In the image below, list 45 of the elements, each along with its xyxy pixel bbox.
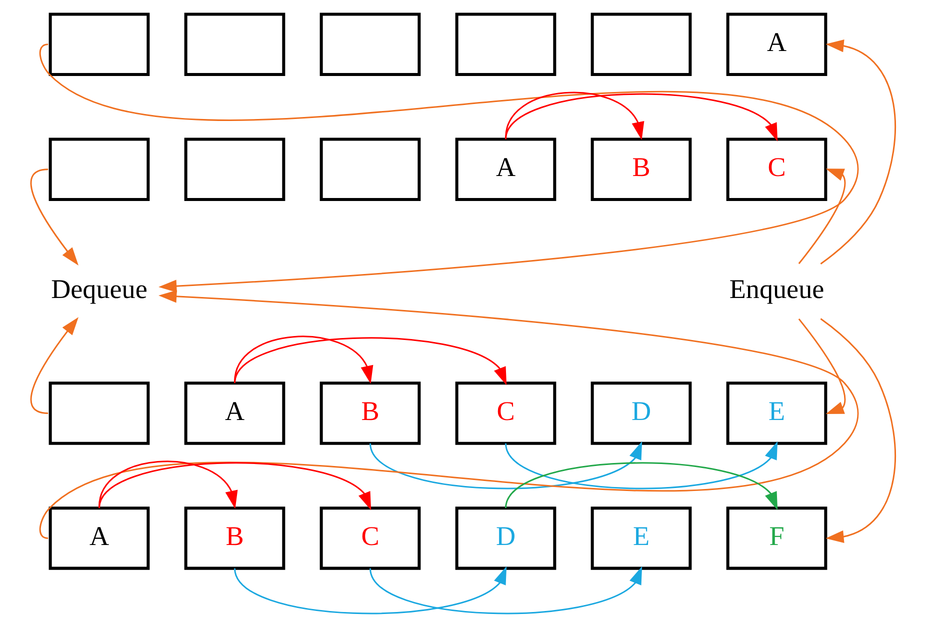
node-box: A — [184, 382, 285, 445]
arrow — [234, 337, 506, 386]
node-box: F — [726, 506, 827, 570]
node-box — [454, 12, 556, 76]
arrow — [39, 290, 858, 539]
node-box — [319, 12, 420, 76]
arrow — [39, 44, 858, 292]
node-box: C — [319, 506, 420, 570]
arrow — [798, 318, 846, 414]
arrow — [820, 318, 896, 544]
arrow — [98, 460, 238, 509]
node-text: Dequeue — [50, 274, 147, 304]
arrow — [234, 336, 373, 384]
node-box: A — [454, 138, 556, 201]
node-box: E — [590, 506, 692, 570]
node-text: Enqueue — [728, 274, 824, 304]
arrow — [504, 462, 778, 510]
node-box: B — [319, 382, 420, 445]
node-box — [48, 382, 150, 445]
arrow — [798, 168, 846, 264]
node-box — [319, 138, 420, 201]
node-box — [48, 12, 150, 76]
node-box: D — [454, 506, 556, 570]
arrow — [30, 317, 78, 414]
node-box: B — [590, 138, 692, 201]
node-box — [184, 138, 285, 201]
node-box: A — [48, 506, 150, 570]
arrow — [369, 566, 642, 614]
node-box: C — [454, 382, 556, 445]
arrow — [504, 94, 778, 142]
arrow — [234, 566, 506, 614]
arrow — [504, 92, 644, 140]
node-box — [590, 12, 692, 76]
arrow — [820, 40, 896, 264]
arrow — [30, 168, 78, 266]
node-box: B — [184, 506, 285, 570]
node-box: D — [590, 382, 692, 445]
arrow — [369, 441, 642, 490]
arrow — [98, 462, 371, 510]
arrow — [504, 441, 778, 490]
node-box: A — [726, 12, 827, 76]
node-box: C — [726, 138, 827, 201]
node-box: E — [726, 382, 827, 445]
node-box — [184, 12, 285, 76]
node-box — [48, 138, 150, 201]
